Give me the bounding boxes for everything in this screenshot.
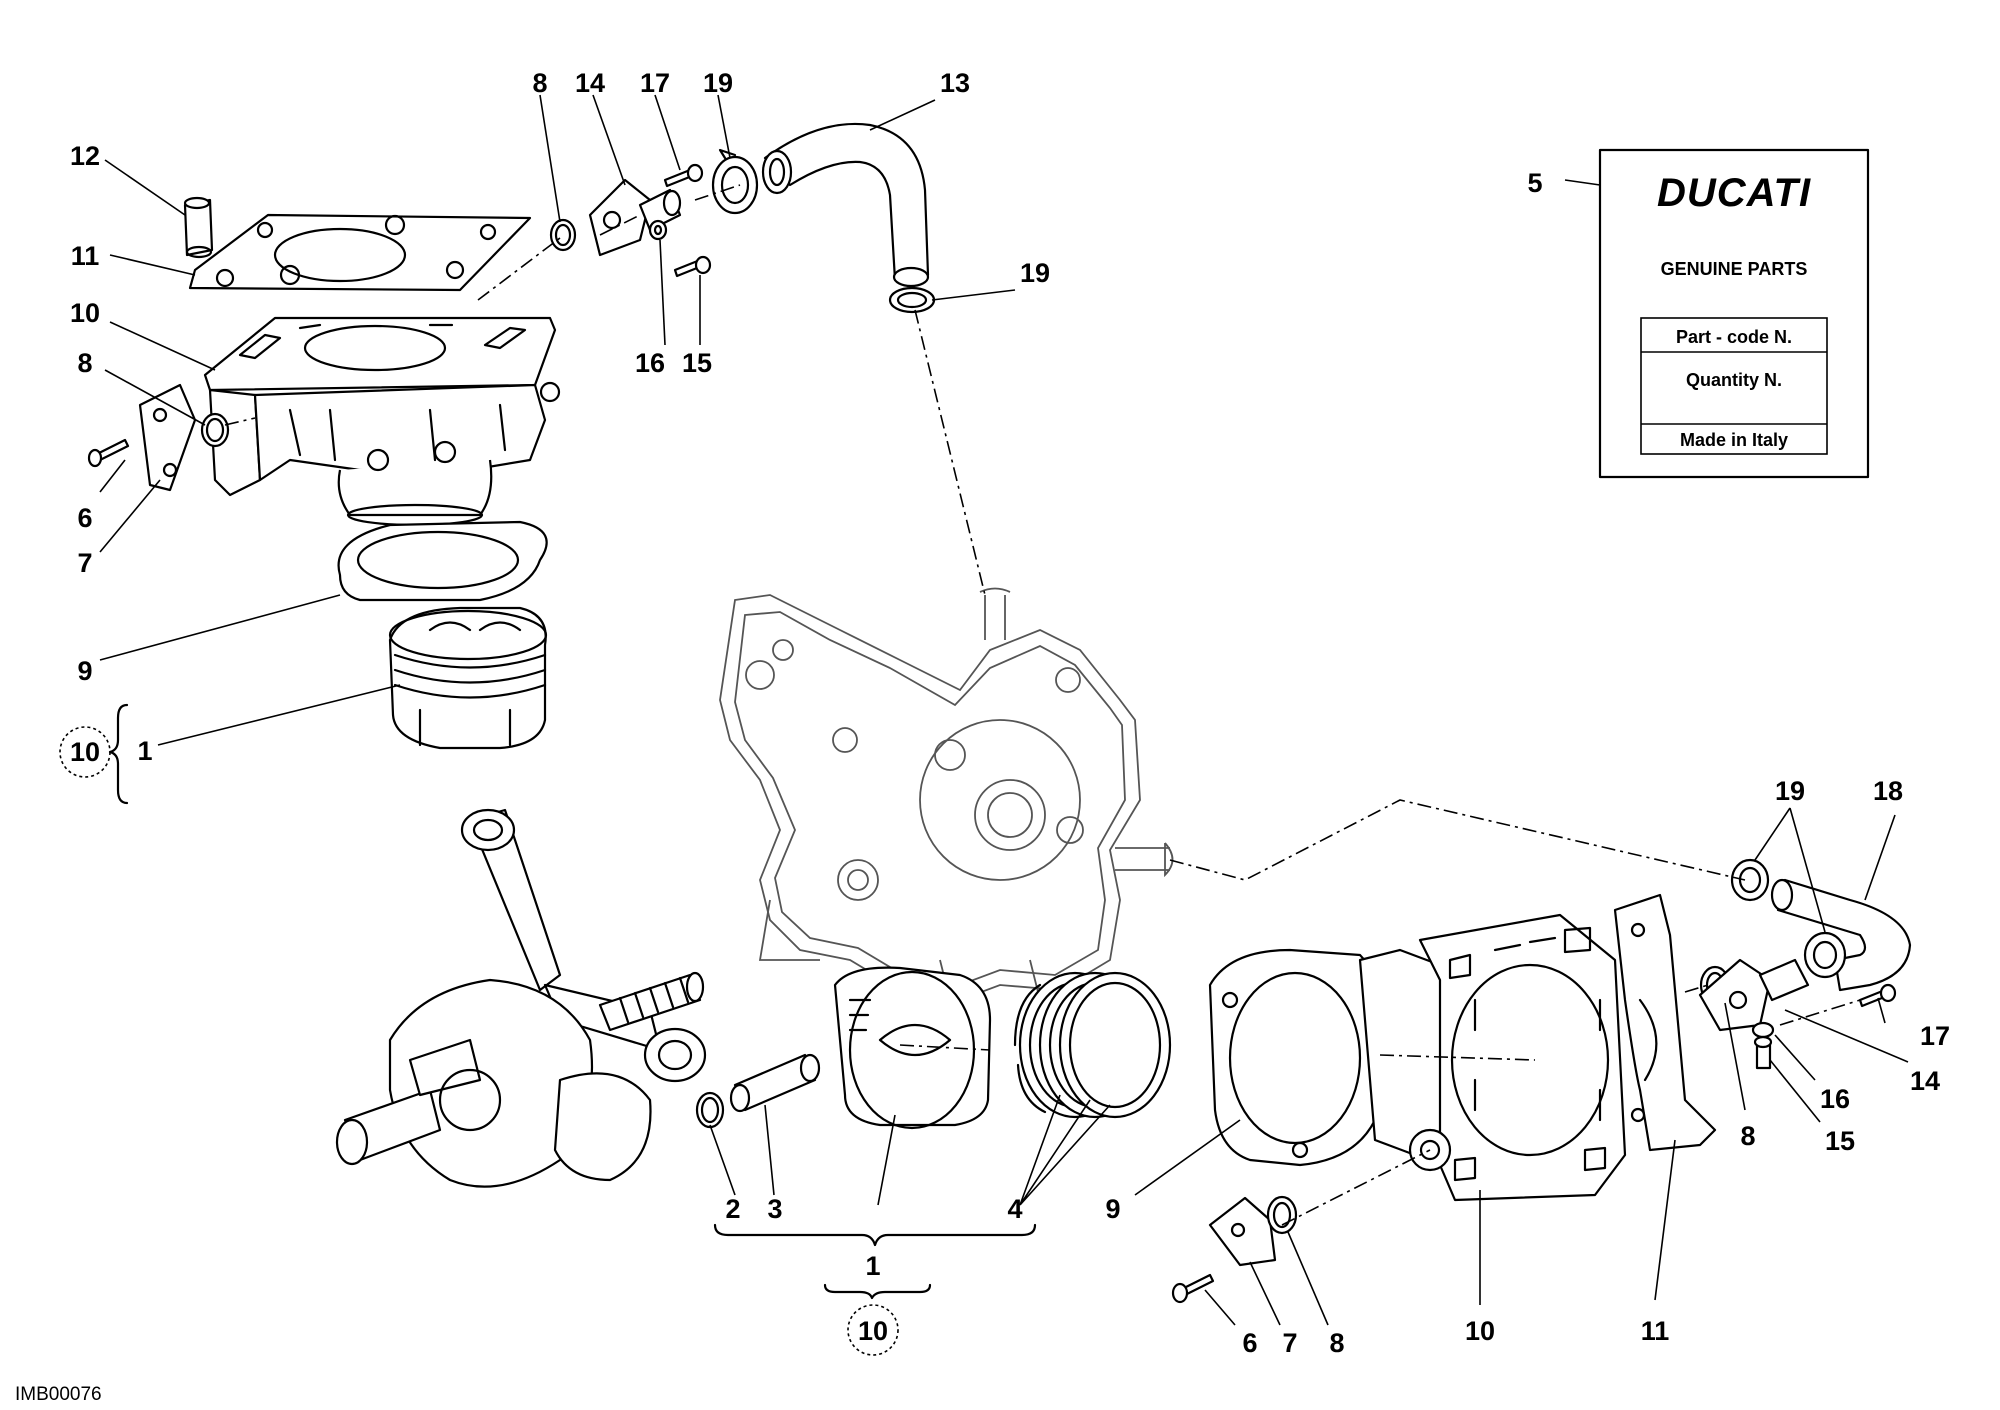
callout-9-top: 9: [77, 656, 92, 686]
callout-6-bottom: 6: [1242, 1328, 1257, 1358]
callout-14-right: 14: [1910, 1066, 1940, 1096]
bolt-17-right: [1858, 983, 1897, 1008]
crankshaft-assembly: [335, 808, 707, 1188]
water-fitting-14-top: [588, 178, 682, 257]
part-code-text: Part - code N.: [1676, 327, 1792, 347]
washer-16-right: [1751, 1021, 1775, 1039]
head-gasket-11: [188, 213, 532, 292]
piston-1-top: [388, 606, 548, 750]
assembly-lines: [224, 184, 1861, 1226]
base-gasket-9-bottom: [1208, 948, 1387, 1167]
water-fitting-14-right: [1698, 958, 1810, 1032]
callout-6-top: 6: [77, 503, 92, 533]
callout-2: 2: [725, 1194, 740, 1224]
callout-11-top: 11: [71, 241, 100, 271]
callout-labels: 8 14 17 19 13 12 11 10 8 6 7 16 15 19 9 …: [70, 68, 1950, 1358]
callout-16-right: 16: [1820, 1084, 1850, 1114]
bolt-17-top: [663, 163, 704, 188]
callout-19-top: 19: [703, 68, 733, 98]
o-ring-8-bottom: [1266, 1195, 1298, 1235]
callout-19-right: 19: [1775, 776, 1805, 806]
callout-10-circled-top: 10: [70, 737, 100, 767]
piston-pin-3: [729, 1053, 821, 1113]
crankcase-outline: [719, 587, 1174, 1001]
water-hose-18: [1770, 878, 1912, 992]
bolt-6-top: [87, 438, 130, 468]
piston-1-bottom: [833, 966, 992, 1130]
washer-16-top: [648, 219, 668, 241]
callout-9-bottom: 9: [1105, 1194, 1120, 1224]
genuine-parts-text: GENUINE PARTS: [1661, 259, 1808, 279]
callout-1-bottom: 1: [865, 1251, 880, 1281]
callout-17-top: 17: [640, 68, 670, 98]
cylinder-10-top: [203, 316, 561, 527]
callout-11-bottom: 11: [1641, 1316, 1670, 1346]
head-gasket-11-bottom: [1613, 893, 1717, 1152]
callout-19-mid: 19: [1020, 258, 1050, 288]
callout-7-top: 7: [77, 548, 92, 578]
callout-3: 3: [767, 1194, 782, 1224]
callout-10-circled-bottom: 10: [858, 1316, 888, 1346]
callout-13: 13: [940, 68, 970, 98]
callout-17-right: 17: [1920, 1021, 1950, 1051]
cylinder-10-bottom: [1358, 913, 1627, 1202]
image-code: IMB00076: [15, 1384, 102, 1405]
callout-8-left: 8: [77, 348, 92, 378]
callout-15-right: 15: [1825, 1126, 1855, 1156]
callout-10-bottom: 10: [1465, 1316, 1495, 1346]
clamp-19-top: [711, 148, 759, 215]
leader-lines: [99, 94, 1909, 1326]
group-brackets: [59, 703, 1037, 1356]
callout-8-right: 8: [1740, 1121, 1755, 1151]
bolt-6-bottom: [1171, 1273, 1215, 1304]
clamp-19-right-a: [1730, 858, 1770, 902]
callout-7-bottom: 7: [1282, 1328, 1297, 1358]
o-ring-8-left: [200, 412, 230, 448]
made-in-text: Made in Italy: [1680, 430, 1788, 450]
clamp-19-mid: [888, 286, 936, 314]
bolt-15-right: [1753, 1035, 1773, 1070]
flange-7-top: [138, 383, 197, 492]
callout-16-top: 16: [635, 348, 665, 378]
circlip-2: [695, 1091, 725, 1129]
callout-8-bottom: 8: [1329, 1328, 1344, 1358]
callout-18: 18: [1873, 776, 1903, 806]
callout-10-top: 10: [70, 298, 100, 328]
o-ring-8-top: [549, 218, 577, 252]
genuine-parts-label: DUCATI GENUINE PARTS Part - code N. Quan…: [1598, 148, 1870, 479]
brand-logo-text: DUCATI: [1657, 171, 1811, 215]
callout-15-top: 15: [682, 348, 712, 378]
quantity-text: Quantity N.: [1686, 370, 1782, 390]
piston-rings-4: [1013, 971, 1172, 1119]
bolt-15-top: [673, 255, 712, 278]
callout-14-top: 14: [575, 68, 605, 98]
water-hose-13: [761, 122, 930, 288]
callout-8-top: 8: [532, 68, 547, 98]
callout-5: 5: [1527, 168, 1542, 198]
callout-4: 4: [1007, 1194, 1022, 1224]
flange-7-bottom: [1208, 1196, 1277, 1267]
clamp-19-right-b: [1803, 931, 1847, 979]
callout-12: 12: [70, 141, 100, 171]
base-gasket-9-top: [337, 520, 548, 602]
dowel-pin-12: [183, 196, 214, 259]
callout-1-top: 1: [137, 736, 152, 766]
